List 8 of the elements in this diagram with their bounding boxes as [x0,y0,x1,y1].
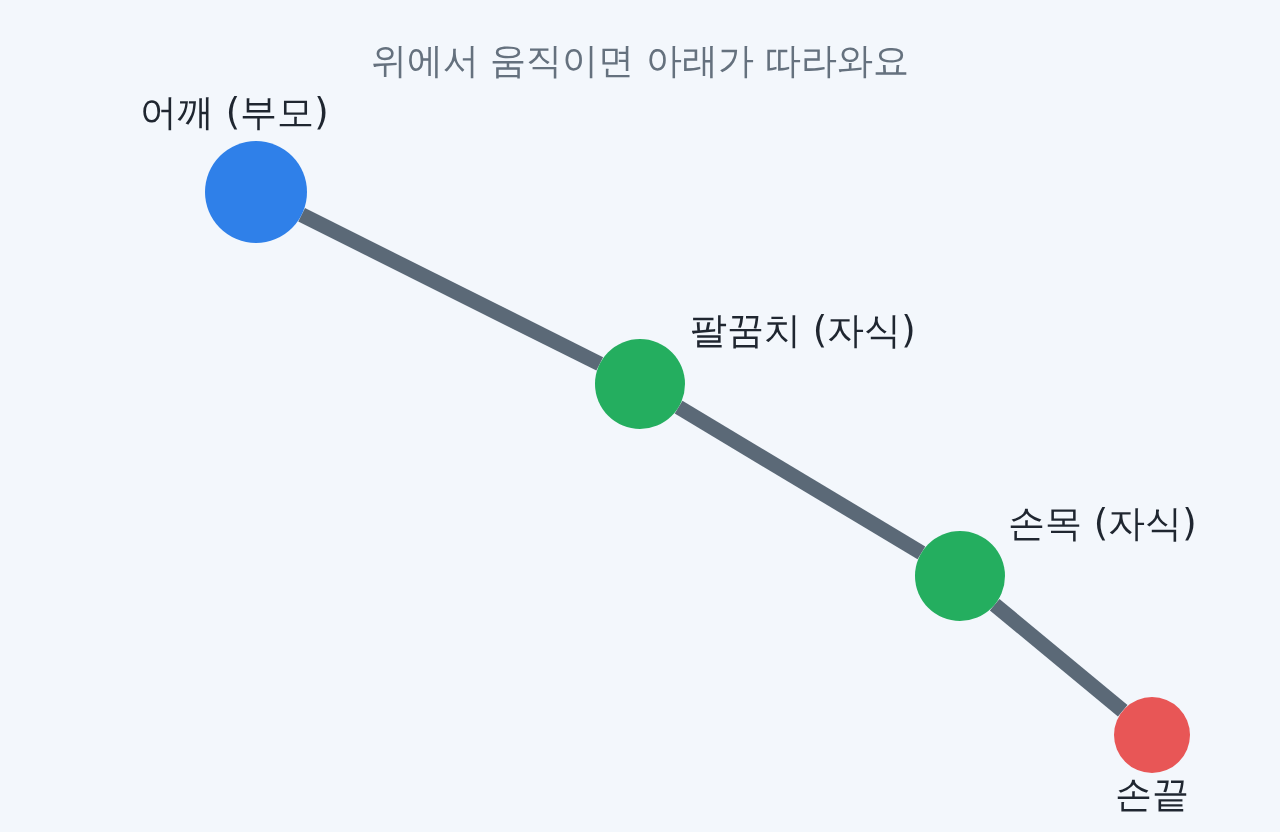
connector-line [674,400,926,560]
diagram-title: 위에서 움직이면 아래가 따라와요 [370,40,910,82]
connector-line [989,598,1128,717]
joint-label: 어깨 (부모) [140,92,329,135]
connector-line [298,208,604,371]
joint-label: 손목 (자식) [1008,503,1197,546]
joint-label: 팔꿈치 (자식) [690,310,916,353]
joint-label: 손끝 [1115,774,1189,817]
